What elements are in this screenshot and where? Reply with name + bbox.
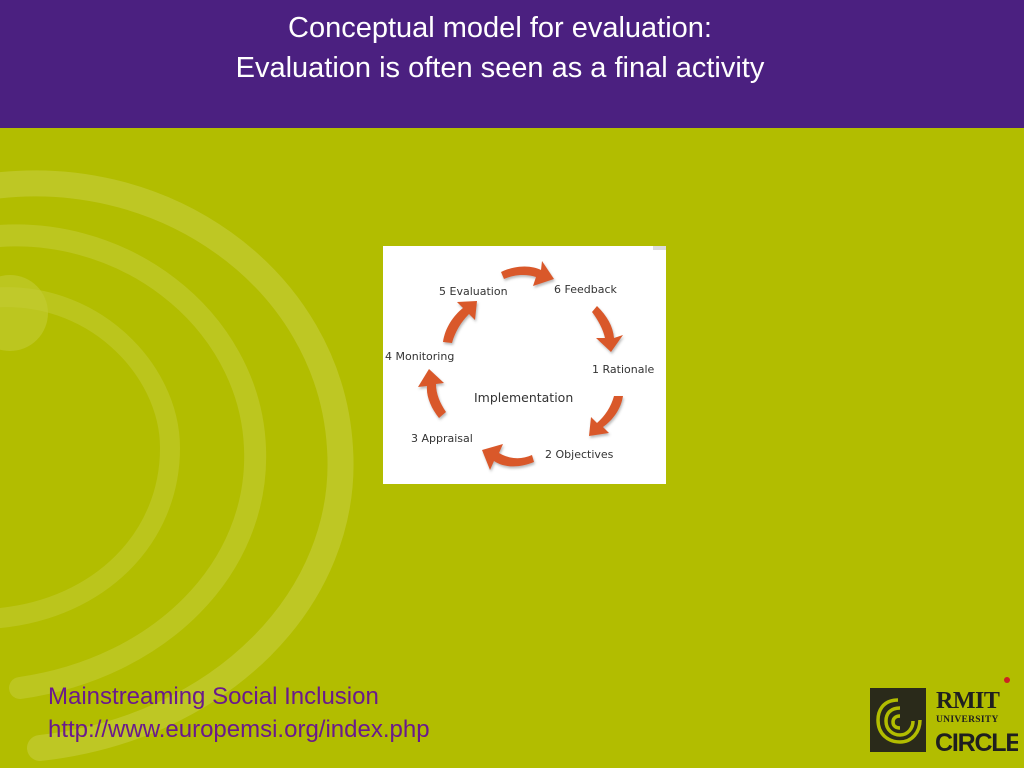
arrow-objectives-to-appraisal (482, 444, 534, 470)
arrow-rationale-to-objectives (589, 396, 623, 436)
logo-name: CIRCLE (935, 729, 1018, 756)
footer-source-link[interactable]: http://www.europemsi.org/index.php (48, 716, 430, 743)
title-banner: Conceptual model for evaluation: Evaluat… (0, 0, 1024, 128)
title-line-2: Evaluation is often seen as a final acti… (235, 52, 765, 84)
slide-title: Conceptual model for evaluation: Evaluat… (0, 8, 1000, 88)
node-rationale: 1 Rationale (592, 363, 655, 376)
arrow-appraisal-to-monitoring (418, 369, 446, 418)
node-appraisal: 3 Appraisal (411, 432, 473, 445)
center-implementation: Implementation (474, 390, 573, 405)
logo-red-dot (1004, 677, 1010, 683)
node-evaluation: 5 Evaluation (439, 285, 508, 298)
evaluation-cycle-diagram: 5 Evaluation 6 Feedback 1 Rationale 2 Ob… (383, 246, 666, 484)
node-objectives: 2 Objectives (545, 448, 614, 461)
arrow-feedback-to-rationale (592, 306, 623, 352)
background-swirl-decoration (0, 170, 354, 761)
footer-source: Mainstreaming Social Inclusion http://ww… (48, 680, 430, 746)
image-corner-shade (653, 246, 666, 250)
node-feedback: 6 Feedback (554, 283, 618, 296)
rmit-circle-logo: RMIT UNIVERSITY CIRCLE (870, 677, 1018, 756)
logo-emblem-icon (876, 698, 922, 744)
logo-sub: UNIVERSITY (936, 715, 999, 725)
footer-source-title: Mainstreaming Social Inclusion (48, 683, 379, 710)
arrow-monitoring-to-evaluation (443, 301, 477, 343)
node-monitoring: 4 Monitoring (385, 350, 454, 363)
arrow-evaluation-to-feedback (501, 261, 554, 286)
title-line-1: Conceptual model for evaluation: (288, 12, 712, 44)
logo-brand: RMIT (936, 688, 1000, 714)
